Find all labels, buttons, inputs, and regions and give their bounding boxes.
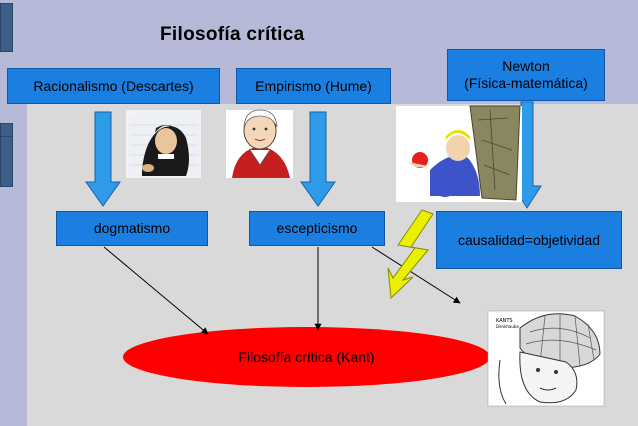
kant-picture: KANTS Denkhaube	[487, 310, 605, 407]
box-racionalismo: Racionalismo (Descartes)	[7, 68, 220, 104]
result-ellipse: Filosofía crítica (Kant)	[123, 327, 490, 387]
arrow-racionalismo-dogmatismo	[85, 111, 121, 207]
box-causalidad: causalidad=objetividad	[436, 211, 622, 269]
line-escepticismo-causalidad	[371, 246, 461, 304]
slide-title: Filosofía crítica	[160, 24, 305, 45]
descartes-portrait	[126, 110, 201, 178]
result-label: Filosofía crítica (Kant)	[238, 349, 375, 365]
kant-picture-caption: KANTS	[496, 318, 513, 324]
newton-line2: (Física-matemática)	[464, 75, 588, 91]
hume-portrait	[226, 109, 293, 178]
lightning-bolt	[387, 209, 434, 300]
box-escepticismo: escepticismo	[249, 211, 385, 246]
svg-text:Denkhaube: Denkhaube	[496, 324, 519, 329]
box-empirismo: Empirismo (Hume)	[236, 68, 391, 104]
newton-under-tree-picture	[396, 105, 522, 202]
newton-line1: Newton	[502, 58, 550, 74]
box-newton: Newton (Física-matemática)	[447, 49, 605, 101]
line-dogmatismo-result	[103, 246, 209, 335]
side-tab-1	[0, 3, 13, 52]
box-dogmatismo: dogmatismo	[56, 211, 208, 246]
arrow-empirismo-escepticismo	[300, 111, 336, 207]
side-tab-3	[0, 136, 13, 187]
